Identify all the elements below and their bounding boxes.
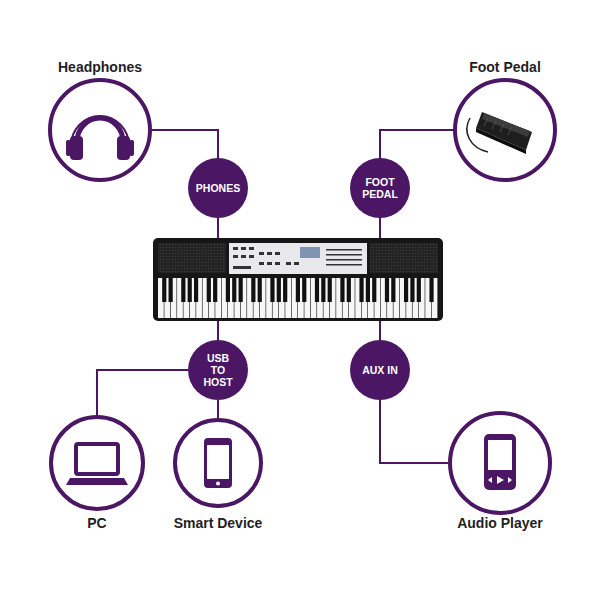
port-circle: FOOT PEDAL [350,158,410,218]
black-key [340,278,344,302]
device-circle: PC [49,415,145,511]
circle-outline [49,415,145,511]
black-key [258,278,262,302]
keyboard-body [153,238,443,321]
connector-line [380,400,448,463]
circle-outline [448,411,552,515]
port-label: FOOT PEDAL [358,176,402,200]
connector-line [380,130,453,158]
circle-outline [173,418,263,508]
foot-pedal-photo [467,112,532,154]
panel-buttons [233,247,362,269]
leader-line [217,318,219,340]
device-label: PC [87,515,106,531]
leader-line [379,318,381,340]
connector-line [152,130,218,158]
port-label: AUX IN [352,364,408,376]
lcd-screen [300,247,320,258]
circle-shape [350,340,410,400]
device-circle: Headphones [48,78,152,182]
black-key [296,278,300,302]
device-label: Audio Player [457,515,543,531]
device-label: Foot Pedal [469,59,541,75]
device-circle: Audio Player [448,411,552,515]
device-label: Headphones [58,59,142,75]
leader-line [217,218,219,240]
black-key [359,278,363,302]
black-key [391,278,395,302]
black-key [410,278,414,302]
black-key [404,278,408,302]
port-label: USB TO HOST [200,352,236,388]
black-key [226,278,230,302]
black-key [321,278,325,302]
black-key [169,278,173,302]
control-panel [229,243,367,274]
circle-shape [50,80,150,180]
keys [158,278,437,318]
speaker-grill [158,243,226,273]
black-key [385,278,389,302]
black-key [162,278,166,302]
black-key [315,278,319,302]
black-key [302,278,306,302]
black-key [277,278,281,302]
black-key [213,278,217,302]
black-key [207,278,211,302]
black-key [188,278,192,302]
black-key [347,278,351,302]
black-key [232,278,236,302]
circle-shape [188,340,248,400]
black-key [372,278,376,302]
connector-line [217,400,219,418]
circle-outline [48,78,152,182]
circle-shape [350,158,410,218]
smartphone-icon [204,438,232,488]
headphones-icon [66,116,134,160]
device-circle: Foot Pedal [453,78,557,182]
black-key [239,278,243,302]
black-key [251,278,255,302]
circle-shape [51,417,143,509]
keyboard [153,238,443,321]
leader-lines [218,218,380,340]
circle-shape [455,80,555,180]
black-key [417,278,421,302]
black-key [283,278,287,302]
port-circle: AUX IN [350,340,410,400]
circle-shape [450,413,550,513]
black-key [181,278,185,302]
media-player-icon [484,434,516,490]
device-circle: Smart Device [173,418,263,508]
black-key [328,278,332,302]
connector-line [97,370,188,415]
black-key [366,278,370,302]
black-key [429,278,433,302]
laptop-icon [66,444,128,485]
circle-outline [453,78,557,182]
black-key [270,278,274,302]
leader-line [379,218,381,240]
speaker-grill [370,243,438,273]
port-circle: USB TO HOST [188,340,248,400]
circle-shape [175,420,261,506]
circle-shape [188,158,248,218]
port-circle: PHONES [188,158,248,218]
port-label: PHONES [190,182,246,194]
device-label: Smart Device [174,515,263,531]
black-key [194,278,198,302]
